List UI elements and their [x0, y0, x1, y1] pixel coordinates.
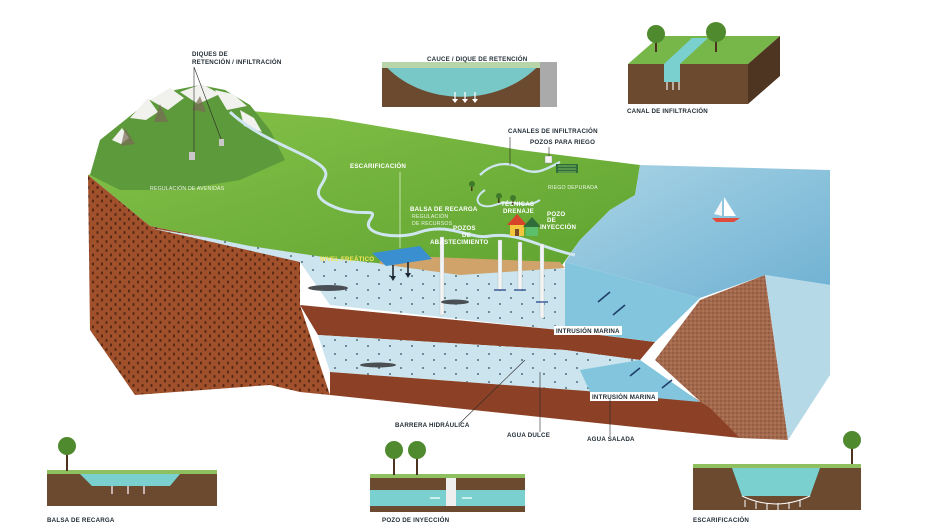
label-agua-dulce: AGUA DULCE — [507, 432, 550, 439]
tree-icon — [510, 195, 516, 205]
label-bg-intrusion-1 — [554, 326, 622, 335]
down-arrow-icon — [390, 276, 396, 281]
river-branch — [479, 160, 561, 176]
inset-escarificacion — [693, 431, 861, 510]
label-pozo-iny-3: INYECCIÓN — [540, 223, 577, 231]
saline-arrows — [597, 291, 673, 389]
label-tecnicas: TÉCNICAS — [501, 200, 534, 208]
sea-surface — [565, 165, 830, 298]
label-canales: CANALES DE INFILTRACIÓN — [508, 127, 598, 135]
label-pozo-iny-1: POZO — [547, 211, 565, 218]
upper-aquifer — [150, 228, 700, 342]
inset-cauce-title: CAUCE / DIQUE DE RETENCIÓN — [427, 55, 528, 63]
aquifer-stone — [308, 285, 348, 291]
aquifer-stone — [441, 299, 469, 305]
label-pozos-abast-1: POZOS — [453, 225, 476, 232]
soil-left-face — [88, 175, 330, 395]
down-arrow-icon — [472, 99, 478, 103]
leader-barrera — [459, 359, 526, 424]
supply-well — [439, 236, 445, 316]
irrigation-field — [544, 155, 578, 173]
well-flow-arrows — [494, 289, 548, 303]
inset-escarificacion-title: ESCARIFICACIÓN — [693, 516, 749, 524]
inset-cauce — [382, 62, 557, 107]
tree-icon — [843, 431, 861, 464]
label-barrera: BARRERA HIDRÁULICA — [395, 422, 470, 429]
soil-right-face — [655, 275, 788, 440]
label-regulacion-avenidas: REGULACIÓN DE AVENIDAS — [150, 185, 225, 192]
tree-icon — [469, 181, 475, 191]
label-riego-depurada: RIEGO DEPURADA — [548, 185, 598, 191]
pond-arrows — [392, 262, 409, 277]
label-nivel-freatico: NIVEL FREÁTICO — [320, 256, 374, 263]
recharge-pond — [372, 246, 432, 266]
label-drenaje: DRENAJE — [503, 208, 534, 215]
house-icon — [523, 217, 541, 236]
label-escarificacion-top: ESCARIFICACIÓN — [350, 162, 406, 170]
tree-icon — [647, 25, 665, 52]
label-agua-salada: AGUA SALADA — [587, 436, 635, 443]
saline-wedge-lower — [580, 360, 700, 402]
drainage-well-1 — [497, 239, 503, 291]
down-arrow-icon — [405, 273, 411, 278]
saline-wedge-upper — [565, 262, 700, 342]
inset-pozo-title: POZO DE INYECCIÓN — [382, 516, 450, 524]
inset-balsa — [47, 437, 217, 506]
leader-diques — [193, 66, 222, 152]
inset-pozo — [370, 441, 525, 512]
label-intrusion-1: INTRUSIÓN MARINA — [556, 327, 620, 335]
clay-band-2 — [330, 372, 740, 438]
dam-marker — [189, 152, 195, 160]
mountain-snow — [112, 84, 262, 144]
inset-canal — [628, 22, 780, 104]
tree-icon — [496, 193, 502, 203]
label-intrusion-2: INTRUSIÓN MARINA — [592, 393, 656, 401]
sailboat-icon — [712, 197, 740, 222]
tree-icon — [706, 22, 726, 52]
label-pozos-riego: POZOS PARA RIEGO — [530, 139, 595, 146]
label-balsa: BALSA DE RECARGA — [410, 206, 478, 213]
label-pozo-iny-2: DE — [547, 217, 556, 224]
river-branch-2 — [476, 189, 541, 208]
dam-marker — [219, 139, 224, 146]
label-pozos-abast-2: DE — [462, 232, 471, 239]
down-arrow-icon — [462, 99, 468, 103]
label-diques-line1: DIQUES DE — [192, 51, 228, 58]
inset-canal-title: CANAL DE INFILTRACIÓN — [627, 107, 708, 115]
tree-icon — [385, 441, 403, 475]
down-arrow-icon — [452, 99, 458, 103]
tree-icon — [58, 437, 76, 471]
label-regulacion-recursos-1: REGULACIÓN — [412, 213, 448, 220]
clay-band-1 — [300, 305, 655, 360]
injection-well — [539, 243, 545, 319]
house-icon — [507, 214, 527, 236]
label-regulacion-recursos-2: DE RECURSOS — [412, 221, 453, 227]
mountain-shadow — [121, 96, 206, 146]
label-diques-line2: RETENCIÓN / INFILTRACIÓN — [192, 58, 282, 66]
tree-icon — [408, 441, 426, 475]
label-pozos-abast-3: ABASTECIMIENTO — [430, 239, 488, 246]
label-bg-intrusion-2 — [590, 392, 658, 401]
inset-balsa-title: BALSA DE RECARGA — [47, 517, 115, 524]
drainage-well-2 — [517, 241, 523, 291]
sea-face — [765, 275, 830, 440]
leader-canales — [509, 137, 550, 165]
aquifer-stone — [360, 362, 396, 368]
river-main — [228, 110, 576, 257]
